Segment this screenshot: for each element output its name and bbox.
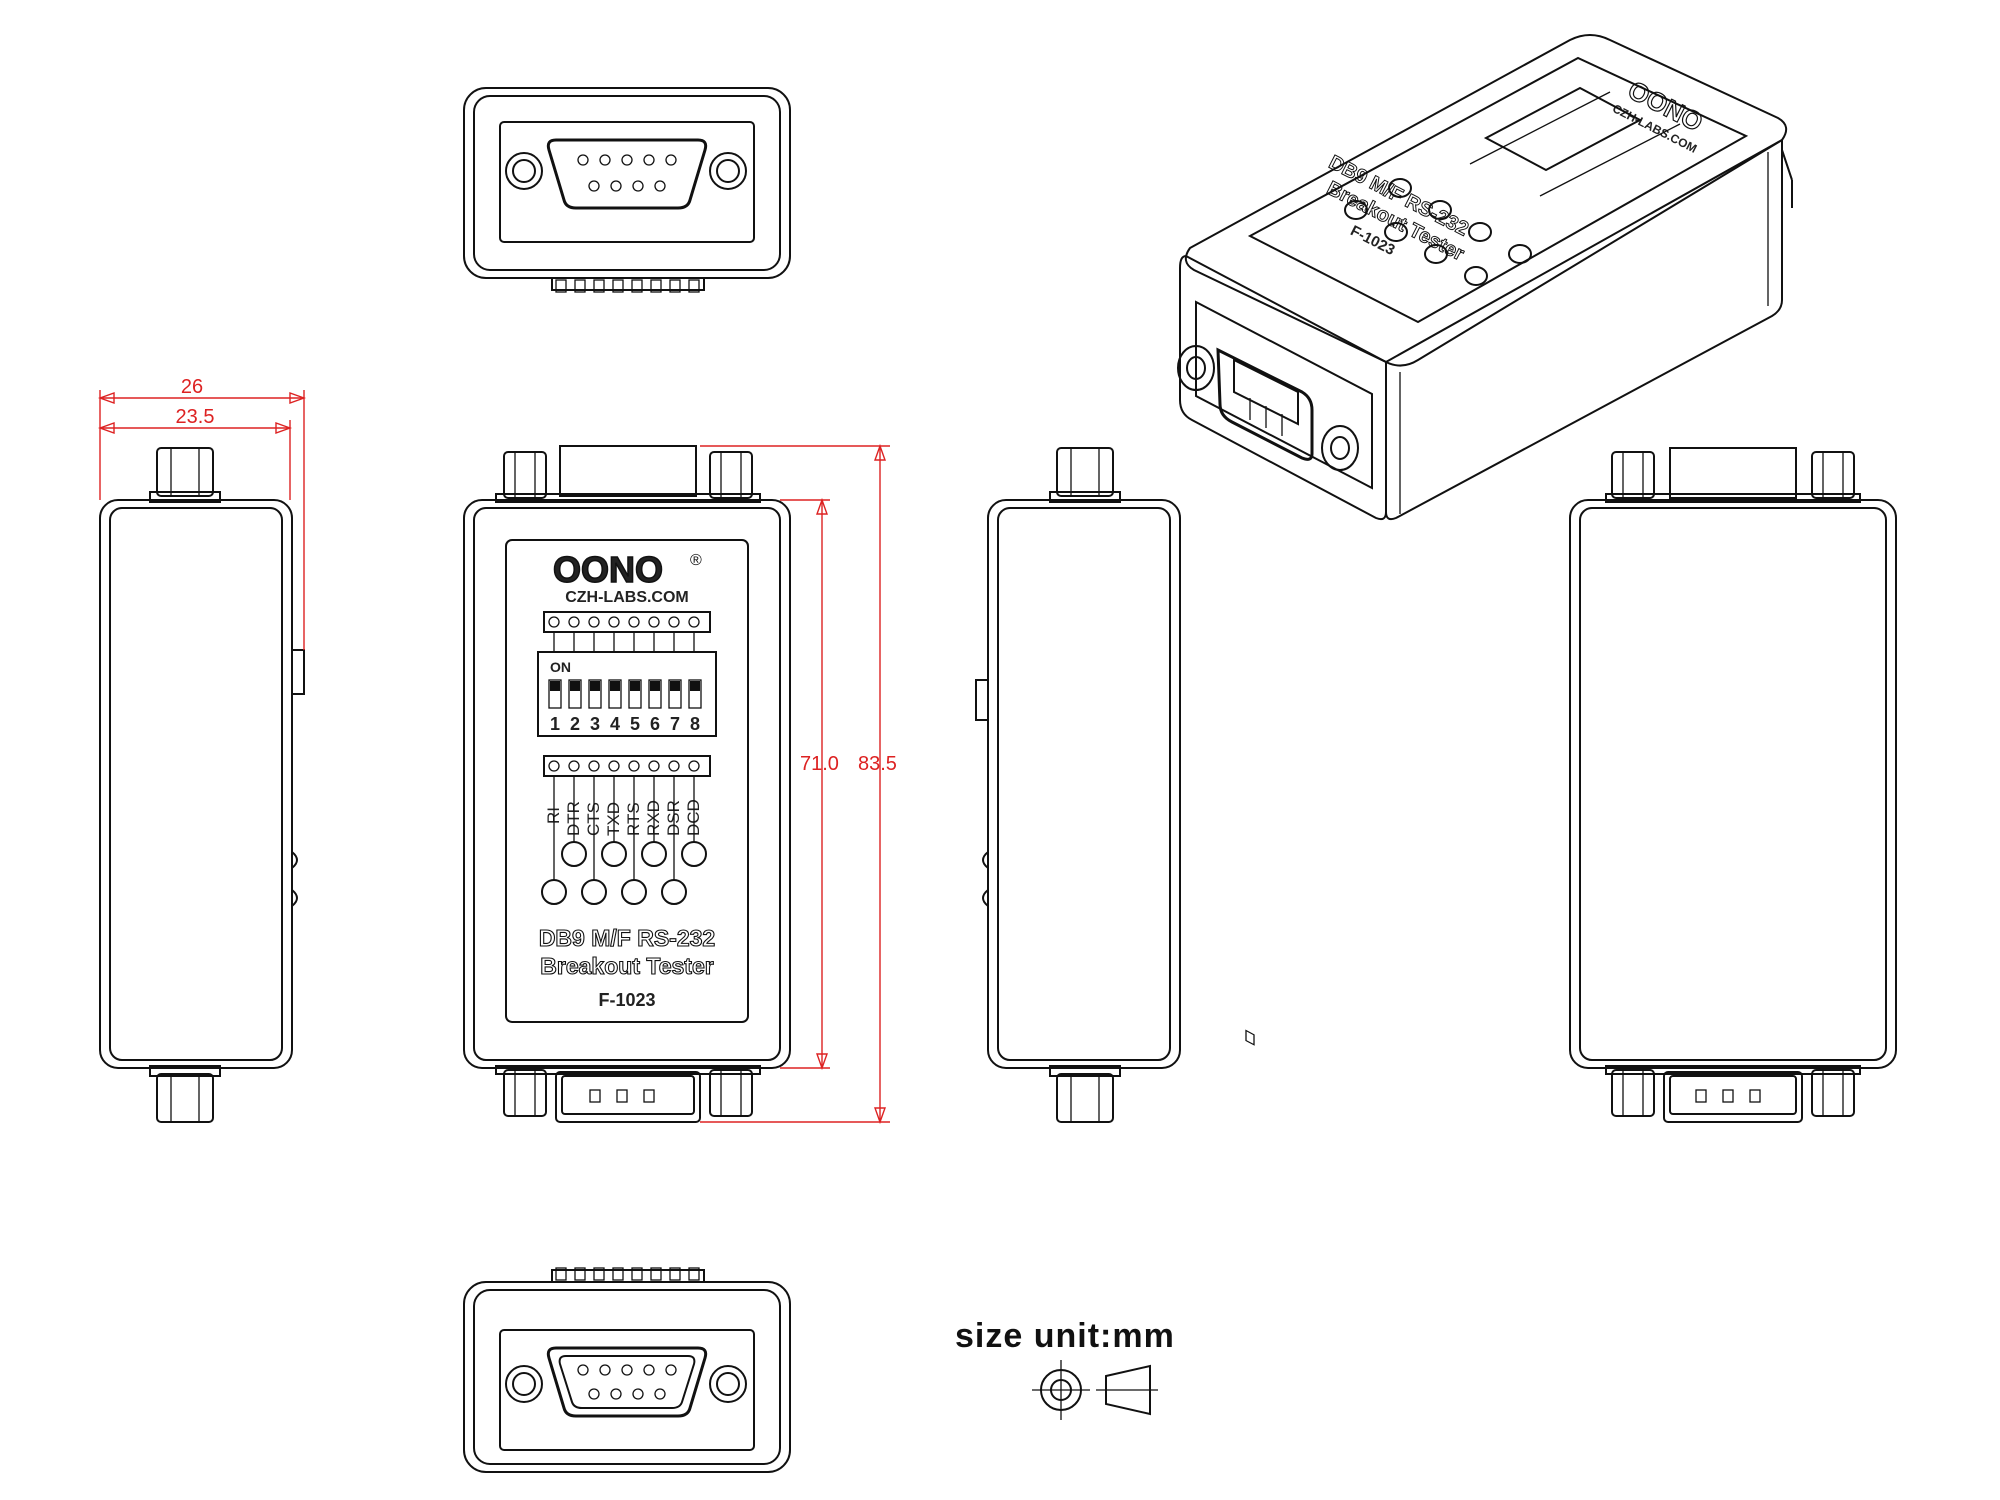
isometric-label: DB9 M/F RS-232 Breakout Tester F-1023 [1323,151,1473,266]
signal-labels: RI DTR CTS TXD RTS RXD DSR DCD [544,799,703,836]
width-dimensions: 26 23.5 [97,376,307,650]
left-side-view [99,447,305,1123]
bottom-view-pins [577,1364,677,1400]
isometric-leds [1344,178,1532,286]
switch-number: 2 [570,714,580,734]
header-pins-bottom [543,755,711,777]
bottom-view [463,1267,791,1473]
dim-width-inner: 23.5 [176,406,215,428]
registered-mark: ® [690,552,702,569]
switch-number: 4 [610,714,620,734]
isometric-brand: OONO CZH-LABS.COM [1610,74,1708,156]
switch-on-label: ON [550,659,571,675]
switch-number: 7 [670,714,680,734]
size-unit-label: size unit:mm [955,1317,1175,1355]
dip-switch: ON 1 2 3 4 5 6 7 [537,651,717,737]
led [601,841,627,867]
length-dimensions: 71.0 83.5 [700,443,897,1125]
switch-number: 8 [690,714,700,734]
led-indicators [541,776,707,905]
dim-length-body: 71.0 [800,753,839,775]
isometric-dip-switch [1469,86,1681,197]
led [561,841,587,867]
switch-number: 6 [650,714,660,734]
led [581,879,607,905]
brand-logo: OONO [553,549,663,590]
model-number: F-1023 [598,990,655,1010]
product-line-1: DB9 M/F RS-232 [539,925,715,951]
size-unit-note: size unit:mm [955,1317,1175,1420]
top-view-switch-teeth [551,277,705,293]
dim-length-total: 83.5 [858,753,897,775]
website-label: CZH-LABS.COM [565,589,689,606]
switch-numbers: 1 2 3 4 5 6 7 8 [550,714,700,734]
switch-number: 1 [550,714,560,734]
top-view-pins [577,154,677,192]
right-side-view [975,447,1181,1123]
projection-symbol-icon [1032,1360,1158,1420]
header-pins-top [543,611,711,652]
led [621,879,647,905]
led [681,841,707,867]
switch-number: 5 [630,714,640,734]
back-view [1569,447,1897,1123]
dim-width-outer: 26 [181,376,203,398]
switch-number: 3 [590,714,600,734]
product-line-2: Breakout Tester [540,953,713,979]
led [641,841,667,867]
led [541,879,567,905]
front-view: OONO ® CZH-LABS.COM ON [463,445,791,1123]
bottom-view-switch-teeth [551,1267,705,1283]
led [661,879,687,905]
isometric-view: DB9 M/F RS-232 Breakout Tester F-1023 OO… [1177,34,1793,1046]
top-view [463,87,791,293]
